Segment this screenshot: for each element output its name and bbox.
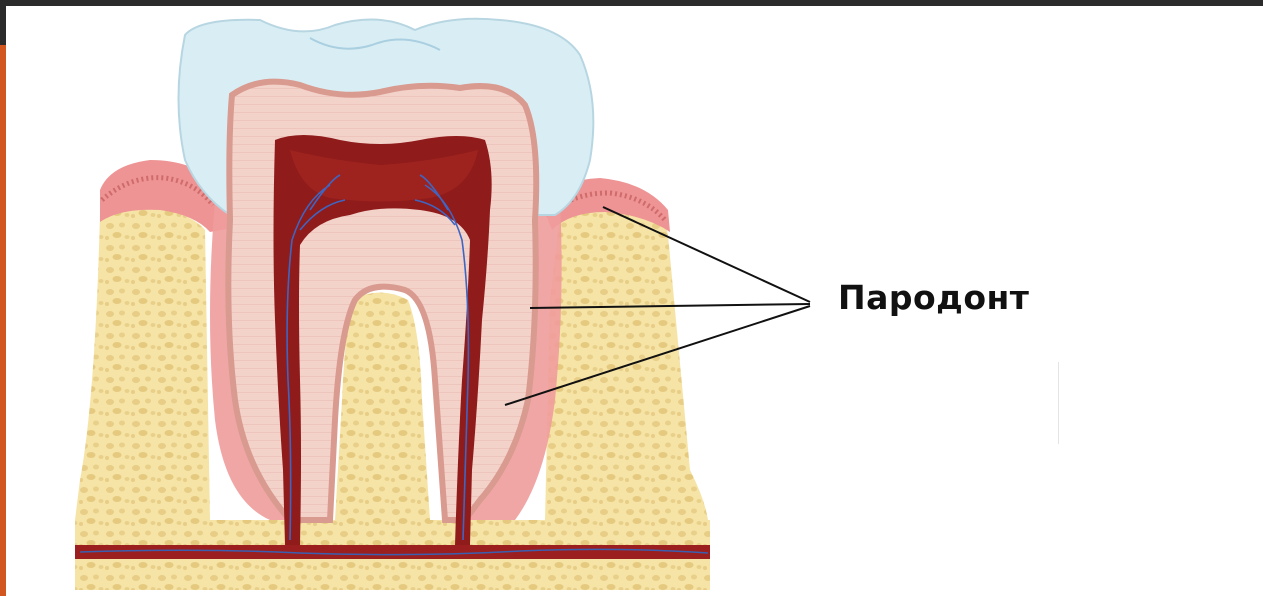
vessel-band [75, 545, 710, 559]
alveolar-bone-left [75, 207, 210, 520]
faint-divider [1058, 362, 1059, 444]
alveolar-bone-right [545, 208, 708, 520]
interradicular-bone [335, 293, 430, 521]
periodontium-label: Пародонт [838, 278, 1029, 317]
